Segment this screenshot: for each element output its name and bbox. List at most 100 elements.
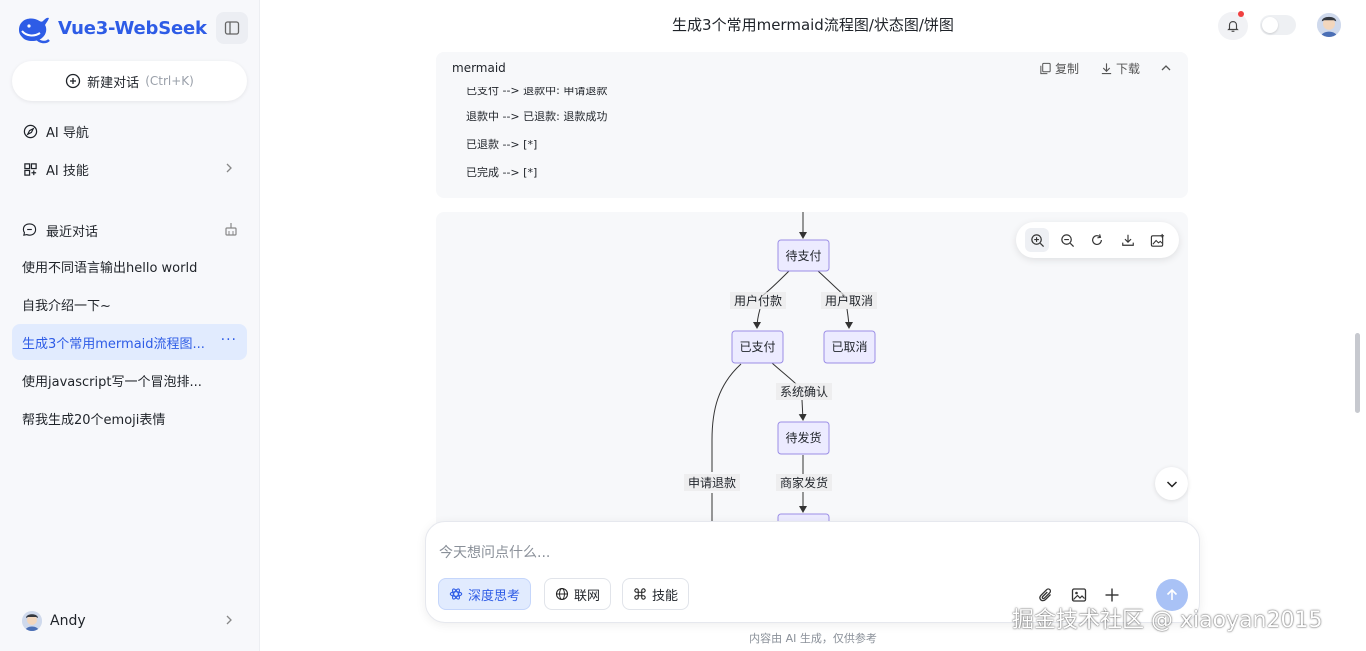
- code-block-header: mermaid 复制 下载: [436, 52, 1188, 84]
- edge-label: 申请退款: [688, 476, 736, 490]
- user-name: Andy: [50, 613, 86, 629]
- watermark: 掘金技术社区 @ xiaoyan2015: [1012, 608, 1323, 633]
- collapse-sidebar-button[interactable]: [216, 12, 248, 44]
- reset-icon[interactable]: [1085, 228, 1109, 252]
- whale-logo-icon: [19, 17, 50, 44]
- clear-history-icon[interactable]: [223, 221, 239, 237]
- edge-user-cancel-arrow: [844, 308, 853, 329]
- code-block: 已支付 --> 退款中: 申请退款 退款中 --> 已退款: 退款成功 已退款 …: [436, 52, 1188, 198]
- chat-input[interactable]: 今天想问点什么...: [439, 545, 551, 561]
- web-search-toggle[interactable]: 联网: [544, 578, 612, 610]
- edge-label-bg: [776, 474, 832, 491]
- edge-label-bg: [821, 292, 877, 309]
- code-line: 已退款 --> [*]: [466, 138, 538, 151]
- chevron-down-icon: [1166, 480, 1177, 488]
- code-line: 退款中 --> 已退款: 退款成功: [466, 110, 608, 123]
- avatar[interactable]: [1317, 13, 1341, 37]
- chip-label: 技能: [652, 588, 679, 604]
- history-item[interactable]: 使用不同语言输出hello world: [12, 248, 247, 284]
- edge-label-bg: [776, 383, 832, 400]
- copy-button[interactable]: 复制: [1039, 60, 1079, 77]
- download-icon[interactable]: [1116, 228, 1140, 252]
- chevron-up-icon[interactable]: [1160, 62, 1172, 74]
- history-item-label: 生成3个常用mermaid流程图...: [22, 336, 205, 352]
- ai-disclaimer: 内容由 AI 生成，仅供参考: [749, 632, 877, 645]
- chevron-right-icon: [226, 163, 232, 173]
- download-button[interactable]: 下载: [1100, 60, 1140, 77]
- history-item-active[interactable]: 生成3个常用mermaid流程图... ···: [12, 324, 247, 360]
- history-item-label: 帮我生成20个emoji表情: [22, 412, 166, 428]
- chip-label: 联网: [574, 588, 601, 604]
- history-item-label: 使用javascript写一个冒泡排...: [22, 374, 202, 390]
- edge-label: 系统确认: [780, 385, 828, 399]
- atom-icon: [449, 588, 463, 600]
- plus-icon: [1105, 588, 1119, 602]
- globe-icon: [555, 587, 569, 601]
- history-item[interactable]: 使用javascript写一个冒泡排...: [12, 362, 247, 398]
- save-image-icon[interactable]: [1146, 228, 1170, 252]
- chat-bubble-icon: [22, 222, 38, 238]
- toggle-knob: [1262, 17, 1278, 33]
- nav-ai-navigation[interactable]: AI 导航: [12, 114, 247, 148]
- brand[interactable]: Vue3-WebSeek: [16, 12, 207, 44]
- zoom-out-icon[interactable]: [1055, 228, 1079, 252]
- send-button[interactable]: [1156, 579, 1188, 611]
- edge-sys-confirm-arrow: [798, 399, 807, 421]
- compass-icon: [22, 123, 38, 139]
- new-chat-label: 新建对话: [87, 75, 140, 91]
- chat-input-box: 今天想问点什么... 深度思考 联网 技能: [425, 521, 1200, 623]
- node-label: 待发货: [785, 430, 821, 445]
- deep-think-toggle[interactable]: 深度思考: [438, 578, 532, 610]
- sidebar-toggle-icon: [224, 21, 240, 35]
- chip-label: 深度思考: [468, 588, 521, 604]
- theme-toggle[interactable]: [1260, 15, 1296, 35]
- edge-refund-request: [711, 363, 742, 472]
- scrollbar[interactable]: [1355, 333, 1360, 413]
- history-item[interactable]: 帮我生成20个emoji表情: [12, 400, 247, 436]
- more-tools-button[interactable]: [1102, 585, 1122, 605]
- chevron-right-icon: [226, 615, 232, 625]
- brand-name: Vue3-WebSeek: [58, 17, 207, 39]
- download-label: 下载: [1116, 62, 1141, 76]
- nav-ai-skills[interactable]: AI 技能: [12, 152, 247, 186]
- node-label: 待支付: [785, 249, 821, 263]
- history-item-label: 使用不同语言输出hello world: [22, 260, 198, 276]
- upload-image-button[interactable]: [1069, 585, 1089, 605]
- notification-dot: [1238, 11, 1244, 17]
- grid-icon: [22, 161, 38, 177]
- copy-label: 复制: [1055, 62, 1080, 76]
- attach-file-button[interactable]: [1036, 585, 1056, 605]
- skills-toggle[interactable]: 技能: [622, 578, 690, 610]
- bell-icon: [1227, 21, 1239, 32]
- state-diagram: 待支付 已支付 已取消 待发货 用户付款 用户取消 系统确认 申请退款 商家发货: [684, 212, 877, 532]
- edge-sys-confirm: [771, 362, 797, 385]
- recent-chats-header: 最近对话: [12, 213, 247, 247]
- edge-label: 用户取消: [825, 293, 873, 308]
- new-chat-shortcut: (Ctrl+K): [145, 74, 194, 88]
- copy-icon: [1040, 62, 1051, 75]
- notification-button[interactable]: [1218, 11, 1248, 40]
- edge-label-bg: [730, 292, 786, 309]
- sidebar: Vue3-WebSeek 新建对话 (Ctrl+K) AI 导航 AI 技能 最…: [0, 0, 260, 651]
- zoom-in-icon[interactable]: [1025, 228, 1050, 252]
- scroll-to-bottom-button[interactable]: [1155, 467, 1188, 500]
- node-cancelled: [823, 330, 876, 364]
- more-options-icon[interactable]: ···: [220, 332, 237, 348]
- download-icon: [1101, 63, 1112, 75]
- image-icon: [1071, 588, 1087, 602]
- paperclip-icon: [1039, 588, 1052, 602]
- edge-label: 商家发货: [780, 475, 828, 490]
- plus-circle-icon: [66, 73, 81, 89]
- user-profile[interactable]: Andy: [12, 603, 247, 639]
- new-chat-button[interactable]: 新建对话 (Ctrl+K): [12, 61, 247, 101]
- command-icon: [634, 588, 646, 600]
- code-line: 已完成 --> [*]: [466, 166, 538, 179]
- node-label: 已取消: [831, 340, 867, 354]
- avatar: [22, 611, 42, 631]
- arrow-up-icon: [1166, 588, 1178, 600]
- recent-chats-title: 最近对话: [46, 224, 99, 240]
- node-paid: [731, 330, 784, 364]
- history-item[interactable]: 自我介绍一下~: [12, 286, 247, 322]
- mermaid-diagram: 待支付 已支付 已取消 待发货 用户付款 用户取消 系统确认 申请退款 商家发货: [436, 212, 1188, 532]
- edge-user-pay-arrow: [753, 308, 762, 329]
